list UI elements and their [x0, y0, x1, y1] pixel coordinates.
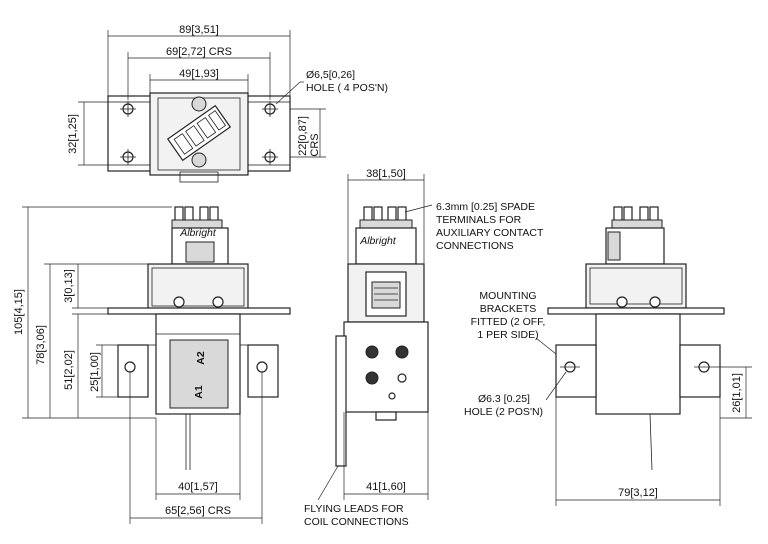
- dim-right-hole-height: 26[1,01]: [731, 373, 743, 413]
- dim-front-top-offset: 3[0,13]: [63, 269, 75, 303]
- note-hole2-line1: Ø6.3 [0.25]: [478, 393, 530, 405]
- dim-front-coil-width: 40[1,57]: [178, 481, 218, 493]
- top-mounting-holes: [120, 101, 278, 165]
- front-view: Albright A2 A1 105[4,15] 78[3,06]: [13, 206, 291, 524]
- dim-right-overall-width: 79[3,12]: [618, 487, 658, 499]
- dim-top-right-height: 22[0,87]: [297, 116, 309, 156]
- front-spade-terminals: [171, 206, 223, 229]
- note-spade-line4: CONNECTIONS: [436, 240, 514, 252]
- top-aux-switch: [166, 104, 232, 162]
- front-housing: [147, 263, 249, 311]
- dim-side-bottom-width: 41[1,60]: [366, 481, 406, 493]
- dim-top-left-height: 32[1,25]: [67, 114, 79, 154]
- rear-coil: [595, 313, 681, 415]
- note-bracket-line1: MOUNTING: [479, 290, 536, 302]
- dim-top-inner-width: 49[1,93]: [179, 68, 219, 80]
- front-brand-logo: Albright: [179, 227, 217, 239]
- rear-bracket-right: [679, 344, 721, 398]
- dim-top-hole-crs: 69[2,72] CRS: [166, 46, 232, 58]
- note-leads-line2: COIL CONNECTIONS: [304, 516, 409, 528]
- rear-view: 79[3,12] 26[1,01] MOUNTING BRACKETS FITT…: [464, 206, 752, 506]
- note-spade-line3: AUXILIARY CONTACT: [436, 227, 544, 239]
- side-brand-logo: Albright: [359, 235, 397, 247]
- side-spade-terminals: [359, 206, 413, 229]
- dim-front-total-height: 105[4,15]: [13, 289, 25, 335]
- note-spade-line1: 6.3mm [0.25] SPADE: [436, 201, 535, 213]
- front-terminal-a2: A2: [195, 351, 207, 365]
- front-top-plate: [107, 307, 291, 315]
- rear-flying-lead: [649, 413, 653, 471]
- side-view: Albright 38[1,50] 41[1,60] 6.3mm [0.25] …: [304, 168, 544, 528]
- note-hole4-line2: HOLE ( 4 POS'N): [306, 82, 388, 94]
- dim-top-right-height-unit: CRS: [309, 133, 321, 156]
- rear-top-plate: [547, 307, 725, 315]
- dim-front-bracket-crs: 65[2,56] CRS: [165, 505, 231, 517]
- rear-housing: [585, 263, 687, 309]
- note-bracket-line2: BRACKETS: [480, 303, 537, 315]
- rear-spade-terminals: [611, 206, 663, 229]
- top-view: 89[3,51] 69[2,72] CRS 49[1,93] 32[1,25] …: [67, 24, 388, 183]
- side-coil: [343, 321, 429, 413]
- front-terminal-a1: A1: [193, 385, 205, 399]
- rear-bracket-left: [555, 344, 597, 398]
- dim-top-overall-width: 89[3,51]: [179, 24, 219, 36]
- note-leads-line1: FLYING LEADS FOR: [304, 503, 404, 515]
- dim-front-body-height: 78[3,06]: [35, 325, 47, 365]
- note-bracket-line3: FITTED (2 OFF,: [471, 316, 546, 328]
- side-aux-block: [355, 227, 417, 265]
- note-spade-line2: TERMINALS FOR: [436, 214, 522, 226]
- note-hole2-line2: HOLE (2 POS'N): [464, 406, 543, 418]
- dim-side-top-width: 38[1,50]: [366, 168, 406, 180]
- note-hole4-line1: Ø6,5[0,26]: [306, 69, 355, 81]
- note-bracket-line4: 1 PER SIDE): [477, 329, 538, 341]
- dim-front-lower-height: 51[2,02]: [63, 350, 75, 390]
- side-bracket: [335, 335, 347, 467]
- dim-front-bracket-height: 25[1,00]: [89, 352, 101, 392]
